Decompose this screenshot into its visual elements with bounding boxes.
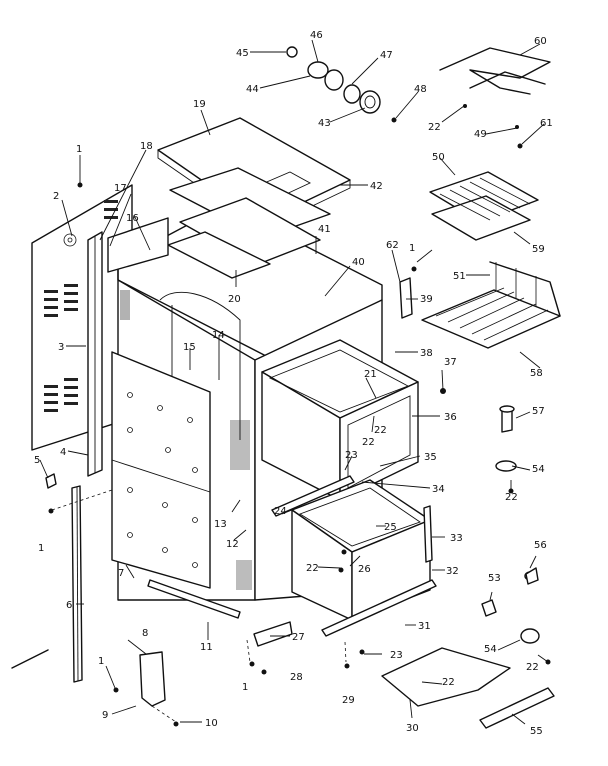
part-label-28: 28 <box>290 672 303 683</box>
part-label-20: 20 <box>228 294 241 305</box>
part-label-19: 19 <box>193 99 206 110</box>
leader-lines <box>39 39 549 725</box>
part-label-22: 22 <box>442 677 455 688</box>
part-labels: 1 1 1 1 1 2 3 4 5 6 7 8 9 10 11 12 13 14… <box>34 30 553 737</box>
part-label-22: 22 <box>374 425 387 436</box>
part-label-21: 21 <box>364 369 377 380</box>
part-label-37: 37 <box>444 357 457 368</box>
part-label-59: 59 <box>532 244 545 255</box>
part-label-49: 49 <box>474 129 487 140</box>
part-label-11: 11 <box>200 642 213 653</box>
part-label-34: 34 <box>432 484 445 495</box>
part-label-9: 9 <box>102 710 108 721</box>
part-label-7: 7 <box>118 568 124 579</box>
part-label-22: 22 <box>505 492 518 503</box>
part-label-4: 4 <box>60 447 66 458</box>
part-label-22: 22 <box>306 563 319 574</box>
part-label-33: 33 <box>450 533 463 544</box>
part-label-56: 56 <box>534 540 547 551</box>
part-label-12: 12 <box>226 539 239 550</box>
part-label-47: 47 <box>380 50 393 61</box>
part-label-1: 1 <box>98 656 104 667</box>
mount-bracket <box>139 651 166 707</box>
part-label-6: 6 <box>66 600 72 611</box>
part-label-13: 13 <box>214 519 227 530</box>
element-bracket <box>479 687 555 729</box>
part-label-41: 41 <box>318 224 331 235</box>
part-label-57: 57 <box>532 406 545 417</box>
part-label-30: 30 <box>406 723 419 734</box>
part-label-18: 18 <box>140 141 153 152</box>
part-label-25: 25 <box>384 522 397 533</box>
part-label-22: 22 <box>362 437 375 448</box>
part-label-39: 39 <box>420 294 433 305</box>
part-label-22: 22 <box>526 662 539 673</box>
part-label-58: 58 <box>530 368 543 379</box>
part-label-2: 2 <box>53 191 59 202</box>
gasket-strip <box>271 475 355 517</box>
part-label-16: 16 <box>126 213 139 224</box>
part-label-22: 22 <box>428 122 441 133</box>
part-label-17: 17 <box>114 183 127 194</box>
part-label-1: 1 <box>242 682 248 693</box>
part-label-15: 15 <box>183 342 196 353</box>
part-label-26: 26 <box>358 564 371 575</box>
upper-oven-liner <box>261 339 419 501</box>
part-label-62: 62 <box>386 240 399 251</box>
part-label-14: 14 <box>212 330 225 341</box>
part-label-32: 32 <box>446 566 459 577</box>
part-label-1: 1 <box>38 543 44 554</box>
part-label-3: 3 <box>58 342 64 353</box>
part-label-48: 48 <box>414 84 427 95</box>
hinge-bracket <box>253 621 293 647</box>
part-label-55: 55 <box>530 726 543 737</box>
part-label-61: 61 <box>540 118 553 129</box>
part-label-38: 38 <box>420 348 433 359</box>
part-label-8: 8 <box>142 628 148 639</box>
artwork <box>11 39 561 729</box>
part-label-46: 46 <box>310 30 323 41</box>
part-label-36: 36 <box>444 412 457 423</box>
part-label-60: 60 <box>534 36 547 47</box>
part-label-40: 40 <box>352 257 365 268</box>
part-label-24: 24 <box>274 506 287 517</box>
part-label-1: 1 <box>409 243 415 254</box>
part-label-10: 10 <box>205 718 218 729</box>
part-label-27: 27 <box>292 632 305 643</box>
broil-element <box>439 47 551 95</box>
part-label-35: 35 <box>424 452 437 463</box>
broiler-pan-assembly <box>429 171 539 241</box>
bottom-trim <box>321 579 437 637</box>
insulation-strip <box>167 231 271 279</box>
side-rail <box>147 579 241 619</box>
part-label-42: 42 <box>370 181 383 192</box>
oven-rack <box>421 261 561 349</box>
part-label-29: 29 <box>342 695 355 706</box>
part-label-45: 45 <box>236 48 249 59</box>
part-label-43: 43 <box>318 118 331 129</box>
part-label-1: 1 <box>76 144 82 155</box>
bake-element <box>381 647 511 707</box>
part-label-31: 31 <box>418 621 431 632</box>
part-label-44: 44 <box>246 84 259 95</box>
trim-bar <box>71 485 83 683</box>
part-label-50: 50 <box>432 152 445 163</box>
part-label-53: 53 <box>488 573 501 584</box>
part-label-23: 23 <box>345 450 358 461</box>
part-label-54: 54 <box>484 644 497 655</box>
part-label-5: 5 <box>34 455 40 466</box>
part-label-23: 23 <box>390 650 403 661</box>
part-label-51: 51 <box>453 271 466 282</box>
side-panel <box>111 351 211 589</box>
part-label-54: 54 <box>532 464 545 475</box>
